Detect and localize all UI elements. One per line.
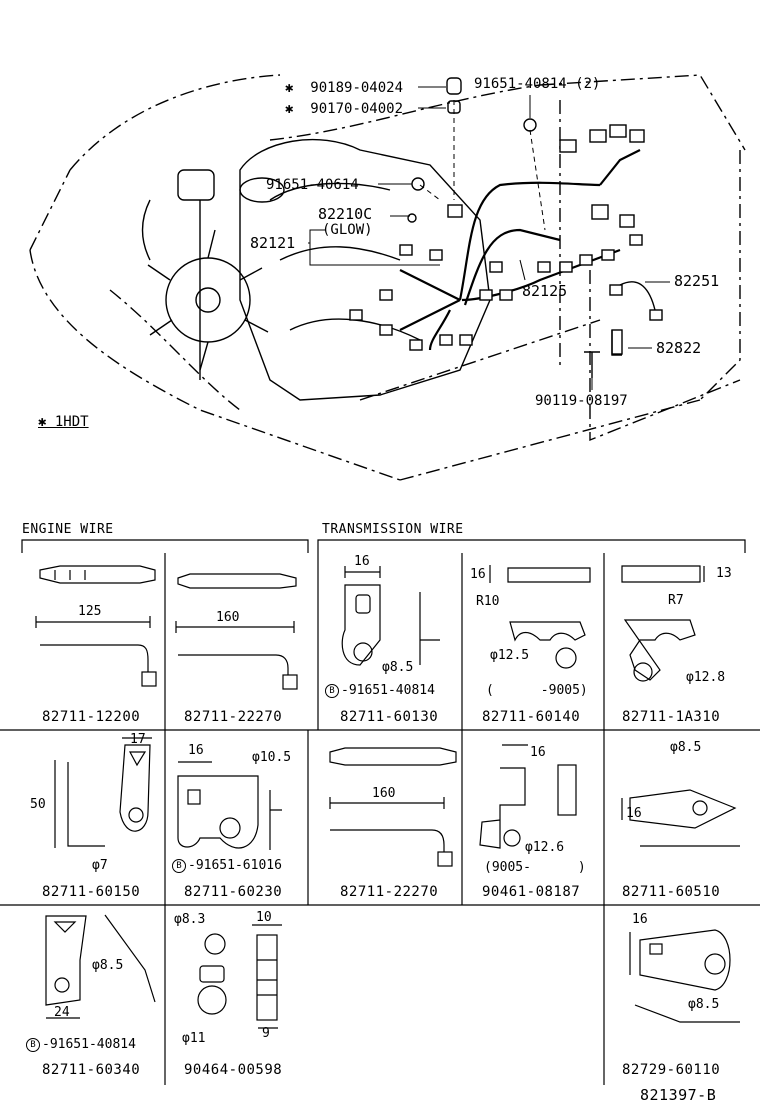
asterisk-mark: ✱ (285, 80, 294, 96)
dim-label: φ8.5 (670, 740, 702, 755)
dim-label: 125 (78, 604, 102, 619)
part-number: 82711-12200 (42, 709, 141, 725)
engine-harness-drawing (29, 74, 746, 481)
callout-90119-08197: 90119-08197 (535, 393, 628, 409)
dim-label: 13 (716, 566, 732, 581)
dim-label: φ12.6 (525, 840, 565, 855)
dim-label: φ7 (92, 858, 108, 873)
part-number: 90461-08187 (482, 884, 581, 900)
dim-label: φ8.5 (382, 660, 414, 675)
engine-note: ✱ 1HDT (38, 414, 89, 430)
dim-label: φ10.5 (252, 750, 292, 765)
dim-label: 16 (530, 745, 546, 760)
callout-82822: 82822 (656, 339, 702, 357)
dim-label: φ11 (182, 1031, 206, 1046)
callout-82210c: 82210C (318, 205, 373, 223)
callout-91651-40614: 91651-40614 (266, 177, 359, 193)
dim-label: 10 (256, 910, 272, 925)
part-number: 82711-60140 (482, 709, 581, 725)
dim-label: 16 (470, 567, 486, 582)
callout-82251: 82251 (674, 272, 720, 290)
callout-82121: 82121 (250, 234, 296, 252)
dim-label: φ12.5 (490, 648, 530, 663)
part-number: 82729-60110 (622, 1062, 721, 1078)
dim-label: 9 (262, 1026, 270, 1041)
ref-pn: 91651-40814 (49, 1037, 136, 1052)
asterisk-mark: ✱ (285, 101, 294, 117)
ref-pn: 91651-61016 (195, 858, 282, 873)
part-number: 82711-1A310 (622, 709, 721, 725)
dim-label: 16 (354, 554, 370, 569)
part-number: 82711-60340 (42, 1062, 141, 1078)
note-label: ( -9005) (486, 683, 588, 698)
dim-label: φ12.8 (686, 670, 726, 685)
callout-pn: 90170-04002 (310, 101, 404, 117)
ref-part: B-91651-40814 (26, 1037, 136, 1052)
note-label: (9005- ) (484, 860, 586, 875)
part-number: 82711-22270 (184, 709, 283, 725)
dim-label: φ8.3 (174, 912, 206, 927)
dim-label: 17 (130, 732, 146, 747)
dim-label: 160 (216, 610, 240, 625)
dim-label: 16 (626, 806, 642, 821)
ref-pn: 91651-40814 (348, 683, 435, 698)
part-number: 82711-60150 (42, 884, 141, 900)
dim-label: 160 (372, 786, 396, 801)
ref-part: B-91651-61016 (172, 858, 282, 873)
dim-label: 24 (54, 1005, 70, 1020)
callout-91651-40814: 91651-40814 (2) (474, 76, 601, 92)
dim-label: 16 (188, 743, 204, 758)
part-number: 82711-60230 (184, 884, 283, 900)
part-number: 82711-60510 (622, 884, 721, 900)
callout-glow: (GLOW) (322, 222, 373, 238)
callout-82125: 82125 (522, 282, 568, 300)
dim-label: 16 (632, 912, 648, 927)
ref-b-mark: B (325, 683, 339, 698)
dim-label: R10 (476, 594, 500, 609)
transmission-wire-header: TRANSMISSION WIRE (322, 522, 464, 537)
callout-90170-04002: ✱ 90170-04002 (285, 101, 403, 117)
dim-label: R7 (668, 593, 684, 608)
ref-part: B-91651-40814 (325, 683, 435, 698)
dim-label: φ8.5 (92, 958, 124, 973)
engine-wire-header: ENGINE WIRE (22, 522, 114, 537)
callout-pn: 90189-04024 (310, 80, 404, 96)
ref-b-mark: B (26, 1037, 40, 1052)
callout-90189-04024: ✱ 90189-04024 (285, 80, 403, 96)
part-number: 82711-22270 (340, 884, 439, 900)
part-number: 82711-60130 (340, 709, 439, 725)
part-number: 90464-00598 (184, 1062, 283, 1078)
figure-code: 821397-B (640, 1086, 717, 1104)
ref-b-mark: B (172, 858, 186, 873)
dim-label: 50 (30, 797, 46, 812)
dim-label: φ8.5 (688, 997, 720, 1012)
